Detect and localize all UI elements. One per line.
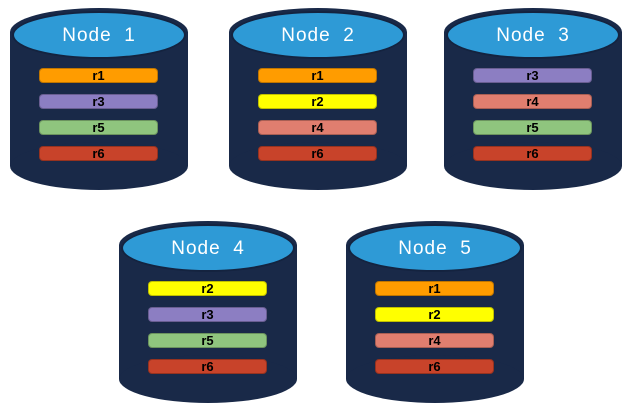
- replica-label: r3: [201, 307, 214, 322]
- replica-bar-r1: r1: [258, 68, 377, 83]
- node-label: Node 2: [281, 25, 355, 46]
- node-label: Node 3: [496, 25, 570, 46]
- replica-label: r4: [526, 94, 539, 109]
- replica-label: r2: [428, 307, 441, 322]
- node-label: Node 1: [62, 25, 136, 46]
- replica-label: r6: [428, 359, 441, 374]
- replica-bar-r3: r3: [148, 307, 267, 322]
- database-node-4: Node 4 r2 r3 r5 r6: [119, 221, 297, 403]
- replica-bar-r3: r3: [39, 94, 158, 109]
- replica-label: r6: [92, 146, 105, 161]
- replica-label: r5: [201, 333, 214, 348]
- replica-bar-r6: r6: [39, 146, 158, 161]
- replica-list: r3 r4 r5 r6: [473, 68, 592, 161]
- replica-bar-r3: r3: [473, 68, 592, 83]
- replica-label: r1: [92, 68, 105, 83]
- replica-bar-r2: r2: [258, 94, 377, 109]
- replica-list: r1 r2 r4 r6: [258, 68, 377, 161]
- replica-label: r5: [92, 120, 105, 135]
- replica-bar-r4: r4: [473, 94, 592, 109]
- replica-bar-r6: r6: [148, 359, 267, 374]
- replica-label: r6: [201, 359, 214, 374]
- node-label: Node 4: [171, 238, 245, 259]
- replica-list: r2 r3 r5 r6: [148, 281, 267, 374]
- replica-bar-r4: r4: [375, 333, 494, 348]
- replica-label: r6: [526, 146, 539, 161]
- replica-bar-r5: r5: [148, 333, 267, 348]
- replica-label: r2: [201, 281, 214, 296]
- replica-label: r4: [428, 333, 441, 348]
- replica-label: r2: [311, 94, 324, 109]
- replica-label: r3: [526, 68, 539, 83]
- replica-bar-r4: r4: [258, 120, 377, 135]
- replica-label: r5: [526, 120, 539, 135]
- replica-label: r4: [311, 120, 324, 135]
- cylinder-top-face: Node 2: [231, 11, 405, 59]
- cylinder-top-face: Node 1: [12, 11, 186, 59]
- replica-list: r1 r2 r4 r6: [375, 281, 494, 374]
- cylinder-top-face: Node 4: [121, 224, 295, 272]
- cylinder-top-face: Node 3: [446, 11, 620, 59]
- replica-bar-r2: r2: [148, 281, 267, 296]
- database-node-1: Node 1 r1 r3 r5 r6: [10, 8, 188, 190]
- database-node-5: Node 5 r1 r2 r4 r6: [346, 221, 524, 403]
- node-label: Node 5: [398, 238, 472, 259]
- cylinder-top-face: Node 5: [348, 224, 522, 272]
- replica-bar-r6: r6: [473, 146, 592, 161]
- replica-label: r1: [311, 68, 324, 83]
- database-node-2: Node 2 r1 r2 r4 r6: [229, 8, 407, 190]
- replica-bar-r6: r6: [375, 359, 494, 374]
- database-node-3: Node 3 r3 r4 r5 r6: [444, 8, 622, 190]
- replica-bar-r1: r1: [39, 68, 158, 83]
- replica-bar-r6: r6: [258, 146, 377, 161]
- replica-label: r6: [311, 146, 324, 161]
- replica-bar-r5: r5: [473, 120, 592, 135]
- replica-list: r1 r3 r5 r6: [39, 68, 158, 161]
- replica-bar-r5: r5: [39, 120, 158, 135]
- replica-label: r1: [428, 281, 441, 296]
- replica-label: r3: [92, 94, 105, 109]
- replica-bar-r2: r2: [375, 307, 494, 322]
- replica-bar-r1: r1: [375, 281, 494, 296]
